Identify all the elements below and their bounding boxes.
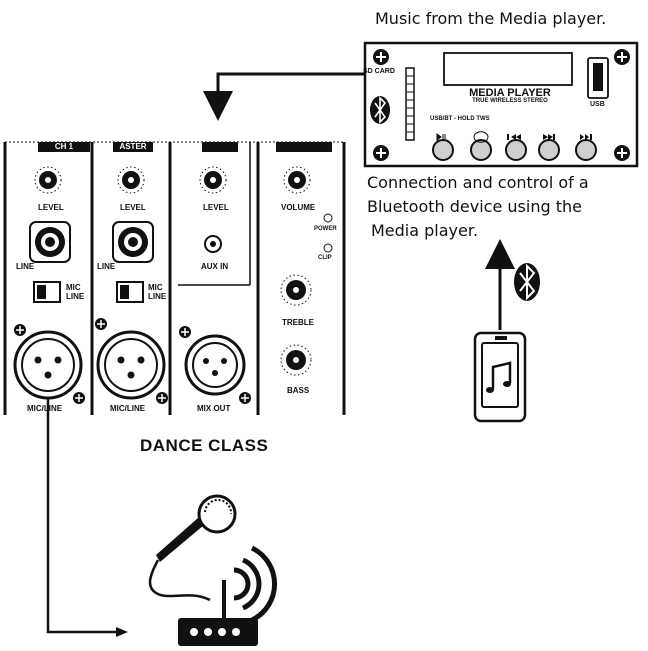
aux-level-knob[interactable] [199, 166, 227, 194]
mixer-panel [3, 141, 346, 415]
master-mic-line-switch[interactable] [116, 281, 144, 303]
music-note-icon [486, 361, 512, 393]
smartphone-icon [473, 331, 527, 423]
master-mic-label: MIC [148, 283, 163, 292]
master-level-knob[interactable] [117, 166, 145, 194]
play-pause-button[interactable] [432, 133, 454, 161]
media-player-unit [363, 41, 639, 168]
bass-knob[interactable] [280, 344, 312, 376]
aux-in-label: AUX IN [201, 262, 229, 271]
next-button[interactable] [538, 134, 560, 161]
bluetooth-icon [370, 96, 390, 124]
treble-knob[interactable] [280, 274, 312, 306]
volume-knob[interactable] [283, 166, 311, 194]
volume-strip [276, 142, 332, 152]
ch1-switch-line-label: LINE [66, 292, 85, 301]
next-track-button[interactable] [575, 134, 597, 161]
screw-icon [614, 145, 630, 161]
aux-in-jack[interactable] [204, 235, 222, 253]
ch1-line-jack[interactable] [29, 221, 71, 263]
receiver-cable [46, 398, 118, 634]
clip-led [323, 243, 333, 253]
caption-music-from-player: Music from the Media player. [375, 9, 607, 28]
master-line-jack[interactable] [112, 221, 154, 263]
bluetooth-icon [514, 263, 540, 301]
media-player-subtitle: TRUE WIRELESS STEREO [472, 98, 548, 104]
power-label: POWER [314, 226, 337, 232]
usb-label: USB [590, 101, 605, 108]
ch1-line-label: LINE [16, 262, 35, 271]
ch1-xlr-input[interactable] [13, 324, 85, 404]
master-line-label: LINE [97, 262, 116, 271]
microphone-icon [148, 494, 237, 602]
caption-connection-line-1: Connection and control of a [367, 173, 589, 192]
aux-strip [202, 142, 238, 152]
volume-label: VOLUME [281, 203, 316, 212]
ch1-strip-label: CH 1 [38, 142, 90, 152]
treble-label: TREBLE [282, 318, 314, 327]
mix-out-label: MIX OUT [197, 404, 231, 413]
signal-arrow-to-mixer [203, 72, 365, 121]
mix-out-xlr[interactable] [179, 326, 251, 404]
aux-level-label: LEVEL [203, 203, 229, 212]
sd-card-label: SD CARD [363, 68, 395, 75]
ch1-mic-line-switch[interactable] [33, 281, 61, 303]
caption-connection-line-3: Media player. [371, 221, 479, 240]
ch1-level-knob[interactable] [34, 166, 62, 194]
power-led [323, 213, 333, 223]
usb-bt-label: USB/BT - HOLD TWS [430, 116, 490, 122]
wireless-receiver-icon [178, 545, 277, 646]
master-switch-line-label: LINE [148, 292, 167, 301]
master-strip-label: ASTER [113, 142, 153, 152]
repeat-button[interactable] [470, 131, 492, 161]
master-xlr-input[interactable] [95, 318, 168, 404]
ch1-level-label: LEVEL [38, 203, 64, 212]
player-display [443, 52, 573, 86]
bass-label: BASS [287, 386, 310, 395]
clip-label: CLIP [318, 255, 332, 261]
screw-icon [614, 49, 630, 65]
master-mic-line-label: MIC/LINE [110, 404, 146, 413]
screw-icon [373, 49, 389, 65]
media-player-title: MEDIA PLAYER [469, 87, 551, 99]
caption-connection-line-2: Bluetooth device using the [367, 197, 582, 216]
ch1-mic-label: MIC [66, 283, 81, 292]
master-level-label: LEVEL [120, 203, 146, 212]
screw-icon [373, 145, 389, 161]
ch1-mic-line-label: MIC/LINE [27, 404, 63, 413]
previous-button[interactable] [505, 134, 527, 161]
dance-class-title: DANCE CLASS [140, 436, 269, 455]
sd-card-slot [405, 67, 415, 141]
